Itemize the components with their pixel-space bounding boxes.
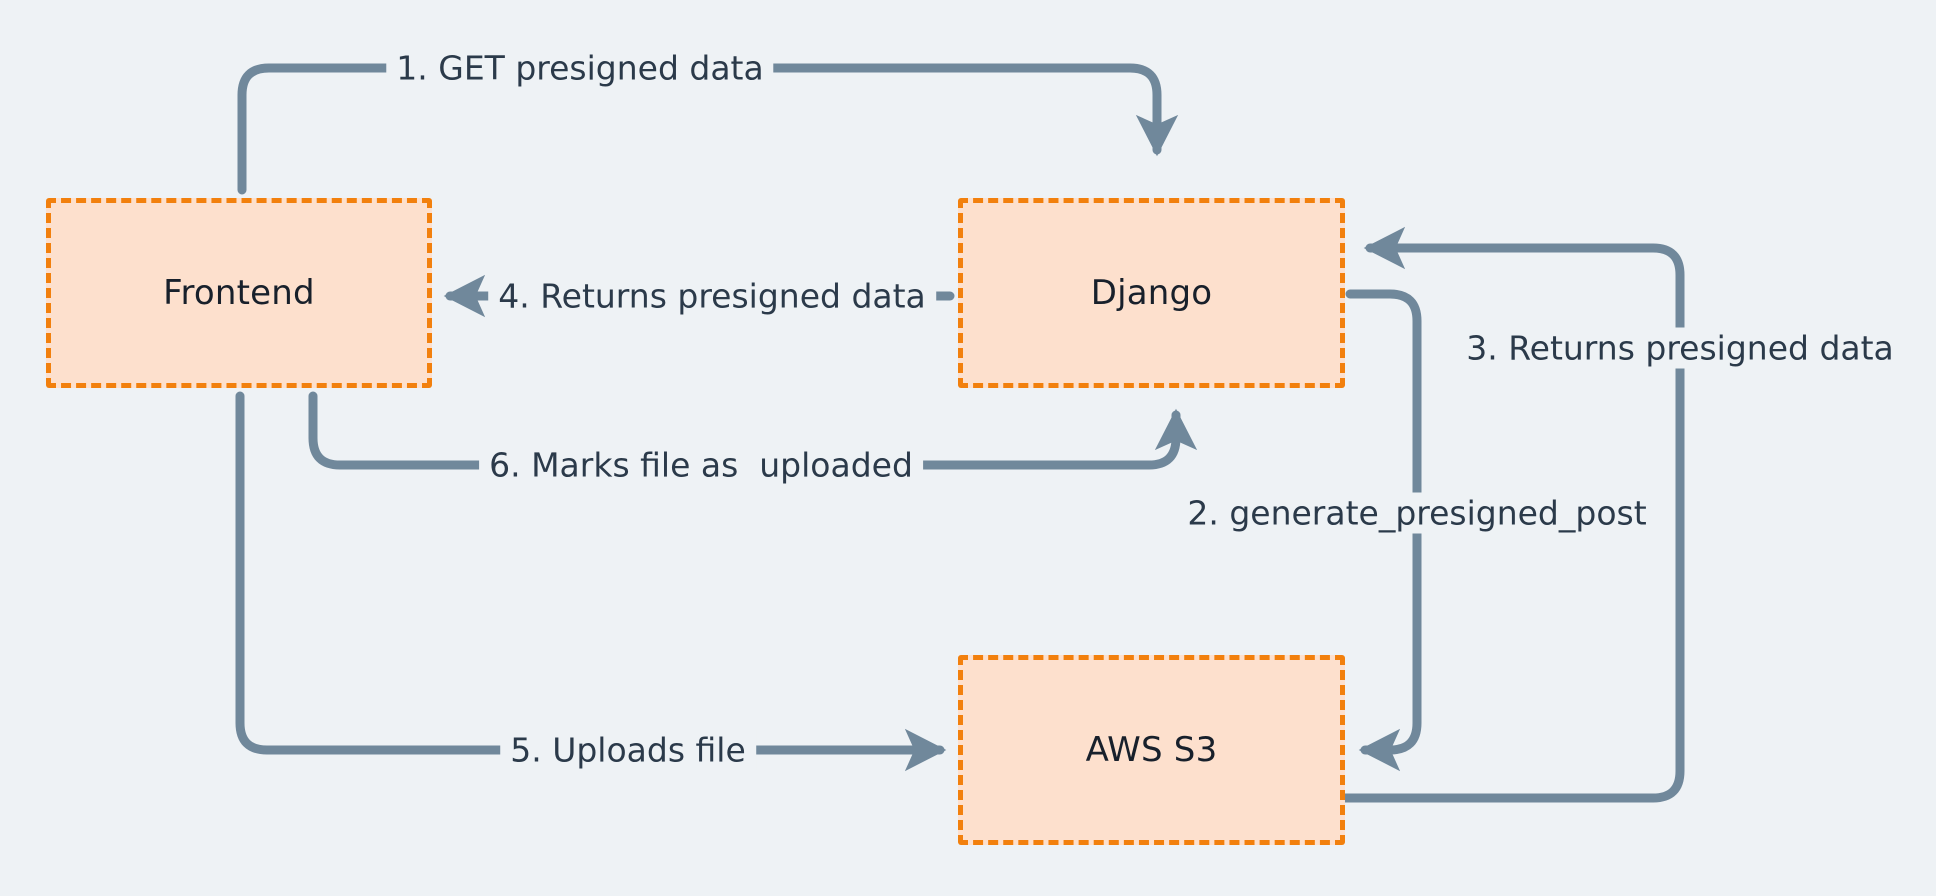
node-django-label: Django <box>1090 273 1213 313</box>
edge-label-6: 6. Marks file as uploaded <box>479 444 923 486</box>
edge-label-3: 3. Returns presigned data <box>1456 327 1904 369</box>
edge-path-3 <box>1087 226 1685 803</box>
node-django[interactable]: Django <box>958 198 1345 388</box>
edge-path-5 <box>235 391 947 772</box>
edge-label-5: 5. Uploads file <box>500 729 756 771</box>
node-aws-s3-label: AWS S3 <box>1085 730 1218 770</box>
node-frontend-label: Frontend <box>163 273 315 313</box>
edge-label-4: 4. Returns presigned data <box>488 275 936 317</box>
edge-label-2: 2. generate_presigned_post <box>1177 492 1657 534</box>
node-frontend[interactable]: Frontend <box>46 198 432 388</box>
edge-label-1: 1. GET presigned data <box>386 47 774 89</box>
node-aws-s3[interactable]: AWS S3 <box>958 655 1345 845</box>
